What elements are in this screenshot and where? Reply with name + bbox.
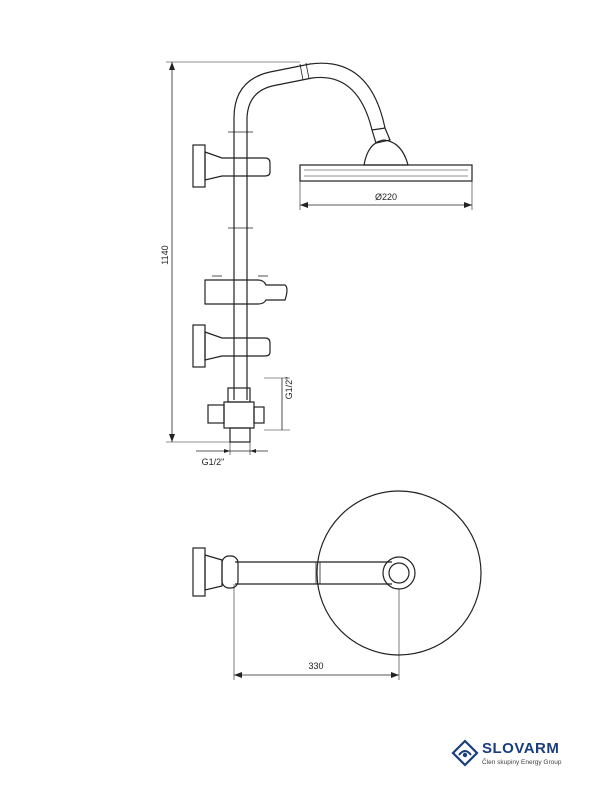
valve-side-outlet (253, 406, 265, 424)
gooseneck-outer (233, 62, 386, 129)
arm-length-label: 330 (308, 661, 323, 671)
side-thread-label: G1/2" (284, 377, 294, 400)
head-connector-inner (388, 562, 410, 584)
slider-holder (204, 279, 288, 305)
wall-bracket-top (192, 547, 206, 597)
lower-wall-bracket-plate (192, 324, 206, 368)
valve-knob (207, 404, 225, 424)
shower-head-side (299, 164, 473, 182)
gooseneck-inner (246, 76, 373, 131)
valve-bottom-inlet (229, 427, 251, 443)
bottom-thread-label: G1/2" (202, 457, 225, 467)
slovarm-logo-icon (451, 739, 479, 767)
height-label: 1140 (160, 245, 170, 264)
brand-tagline: Člen skupiny Energy Group (482, 759, 562, 766)
head-joint (371, 127, 391, 144)
lower-wall-bracket (204, 331, 271, 361)
brand-name: SLOVARM (482, 740, 560, 757)
head-diameter-label: Ø220 (375, 192, 397, 202)
upper-wall-bracket-plate (192, 144, 206, 188)
valve-body (223, 401, 255, 429)
top-view (192, 490, 482, 680)
upper-wall-bracket (204, 151, 271, 181)
brand-block: SLOVARM Člen skupiny Energy Group (450, 738, 580, 772)
side-view (166, 61, 473, 455)
head-connector (363, 139, 409, 166)
bracket-clamp-top (221, 555, 239, 589)
